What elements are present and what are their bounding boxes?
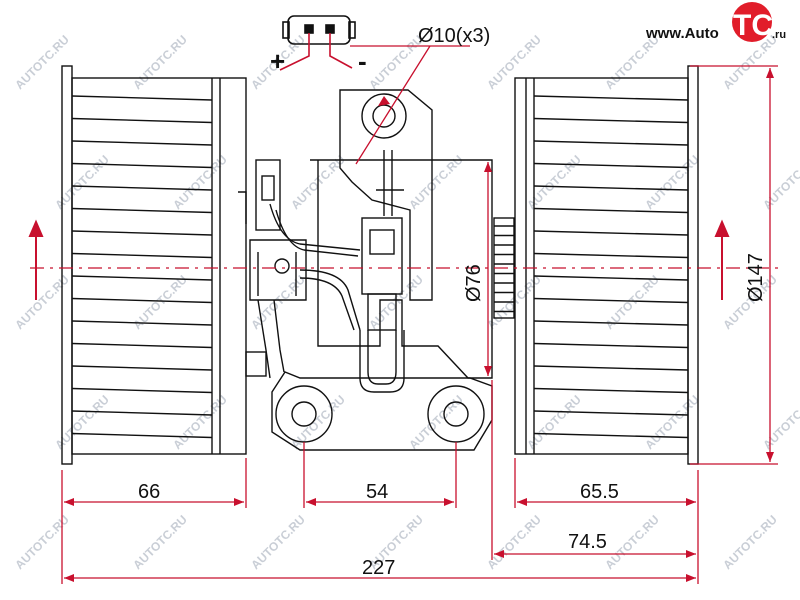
- fan-blade: [71, 320, 213, 326]
- fan-blade: [533, 297, 689, 304]
- fan-blade: [533, 230, 689, 236]
- fan-blade: [533, 162, 689, 169]
- logo-badge-circle: [732, 2, 772, 42]
- fan-blade: [71, 410, 213, 416]
- fan-blade: [533, 342, 689, 349]
- fan-blade: [533, 387, 689, 394]
- connector-leaders: [279, 33, 353, 71]
- watermark-text: AUTOTC.RU: [130, 512, 190, 572]
- right-wheel-body: [514, 77, 689, 455]
- watermark-text: AUTOTC.RU: [642, 392, 702, 452]
- hole-leader: [350, 45, 470, 165]
- fan-blade: [533, 410, 689, 416]
- watermark-text: AUTOTC.RU: [248, 272, 308, 332]
- upper-mount-hole-outer: [361, 93, 407, 139]
- plus-terminal-label: +: [270, 46, 285, 76]
- watermark-text: AUTOTC.RU: [760, 152, 800, 212]
- watermark-text: AUTOTC.RU: [170, 392, 230, 452]
- fan-blade: [533, 95, 689, 101]
- watermark-text: AUTOTC.RU: [524, 392, 584, 452]
- dim-label-65-5: 65.5: [580, 481, 619, 503]
- watermark-text: AUTOTC.RU: [12, 272, 72, 332]
- motor-wire-connector: [255, 159, 281, 231]
- upper-mount-hole: [372, 104, 396, 128]
- fan-blade: [533, 207, 689, 214]
- fan-blade: [71, 230, 213, 236]
- watermark-text: AUTOTC.RU: [130, 32, 190, 92]
- connector-body: [287, 15, 351, 45]
- dim-label-74-5: 74.5: [568, 531, 607, 553]
- dim-label-227: 227: [362, 557, 395, 579]
- watermark-text: AUTOTC.RU: [52, 392, 112, 452]
- watermark-text: AUTOTC.RU: [12, 32, 72, 92]
- fan-blade: [71, 342, 213, 349]
- power-connector: [282, 15, 356, 45]
- brand-logo: www.Auto TC .ru: [645, 2, 786, 42]
- fan-blade: [71, 185, 213, 191]
- fan-blade: [533, 365, 689, 371]
- fan-blade: [71, 387, 213, 394]
- fan-blade: [533, 432, 689, 439]
- fan-blade: [71, 432, 213, 439]
- dimension-lines: [30, 45, 780, 584]
- fan-blade: [533, 320, 689, 326]
- motor-terminal-plate: [249, 239, 307, 301]
- resistor-plug: [367, 293, 397, 331]
- logo-badge-text: TC: [733, 9, 773, 42]
- fan-blade: [71, 207, 213, 214]
- dim-label-fan: Ø147: [745, 253, 767, 302]
- watermark-text: AUTOTC.RU: [406, 152, 466, 212]
- left-wheel-rim: [61, 65, 73, 465]
- watermark-text: AUTOTC.RU: [484, 512, 544, 572]
- dim-label-hub: Ø76: [463, 264, 485, 302]
- upper-bracket: [339, 89, 433, 301]
- logo-prefix: www.Auto: [645, 25, 719, 42]
- fan-blade: [71, 140, 213, 146]
- watermark-text: AUTOTC.RU: [366, 32, 426, 92]
- watermark-text: AUTOTC.RU: [602, 512, 662, 572]
- fan-blade: [71, 95, 213, 101]
- left-fan-wheel: [61, 65, 247, 465]
- right-mount-hole: [443, 401, 469, 427]
- right-fan-wheel: [493, 65, 699, 465]
- fan-blade: [71, 365, 213, 371]
- fan-blade: [71, 252, 213, 259]
- right-airflow-arrow: [714, 219, 730, 237]
- left-mount-hole: [291, 401, 317, 427]
- fan-blade: [71, 117, 213, 124]
- watermark-text: AUTOTC.RU: [760, 392, 800, 452]
- left-wheel-blades: [71, 95, 213, 439]
- left-airflow-arrow: [28, 219, 44, 237]
- housing-outline: [310, 159, 493, 379]
- watermark-text: AUTOTC.RU: [524, 152, 584, 212]
- watermark-text: AUTOTC.RU: [12, 512, 72, 572]
- dim-label-54: 54: [366, 481, 388, 503]
- watermark-text: AUTOTC.RU: [642, 152, 702, 212]
- dim-label-66: 66: [138, 481, 160, 503]
- fan-blade: [71, 275, 213, 281]
- watermark-text: AUTOTC.RU: [484, 32, 544, 92]
- left-wheel-body: [71, 77, 247, 455]
- watermark-text: AUTOTC.RU: [52, 152, 112, 212]
- minus-terminal-label: -: [358, 46, 367, 76]
- fan-blade: [533, 117, 689, 124]
- logo-suffix: .ru: [772, 29, 786, 41]
- fan-blade: [71, 297, 213, 304]
- watermark-text: AUTOTC.RU: [170, 152, 230, 212]
- airflow-arrows: [28, 219, 730, 300]
- dim-label-hole: Ø10(x3): [418, 25, 490, 47]
- fan-blade: [533, 275, 689, 281]
- fan-blade: [533, 252, 689, 259]
- watermark-text: AUTOTC.RU: [720, 512, 780, 572]
- right-wheel-blades: [533, 95, 689, 439]
- fan-blade: [533, 140, 689, 146]
- dimension-arrows: [64, 68, 774, 582]
- watermark-text: AUTOTC.RU: [248, 512, 308, 572]
- fan-blade: [71, 162, 213, 169]
- fan-blade: [533, 185, 689, 191]
- watermark-text: AUTOTC.RU: [288, 392, 348, 452]
